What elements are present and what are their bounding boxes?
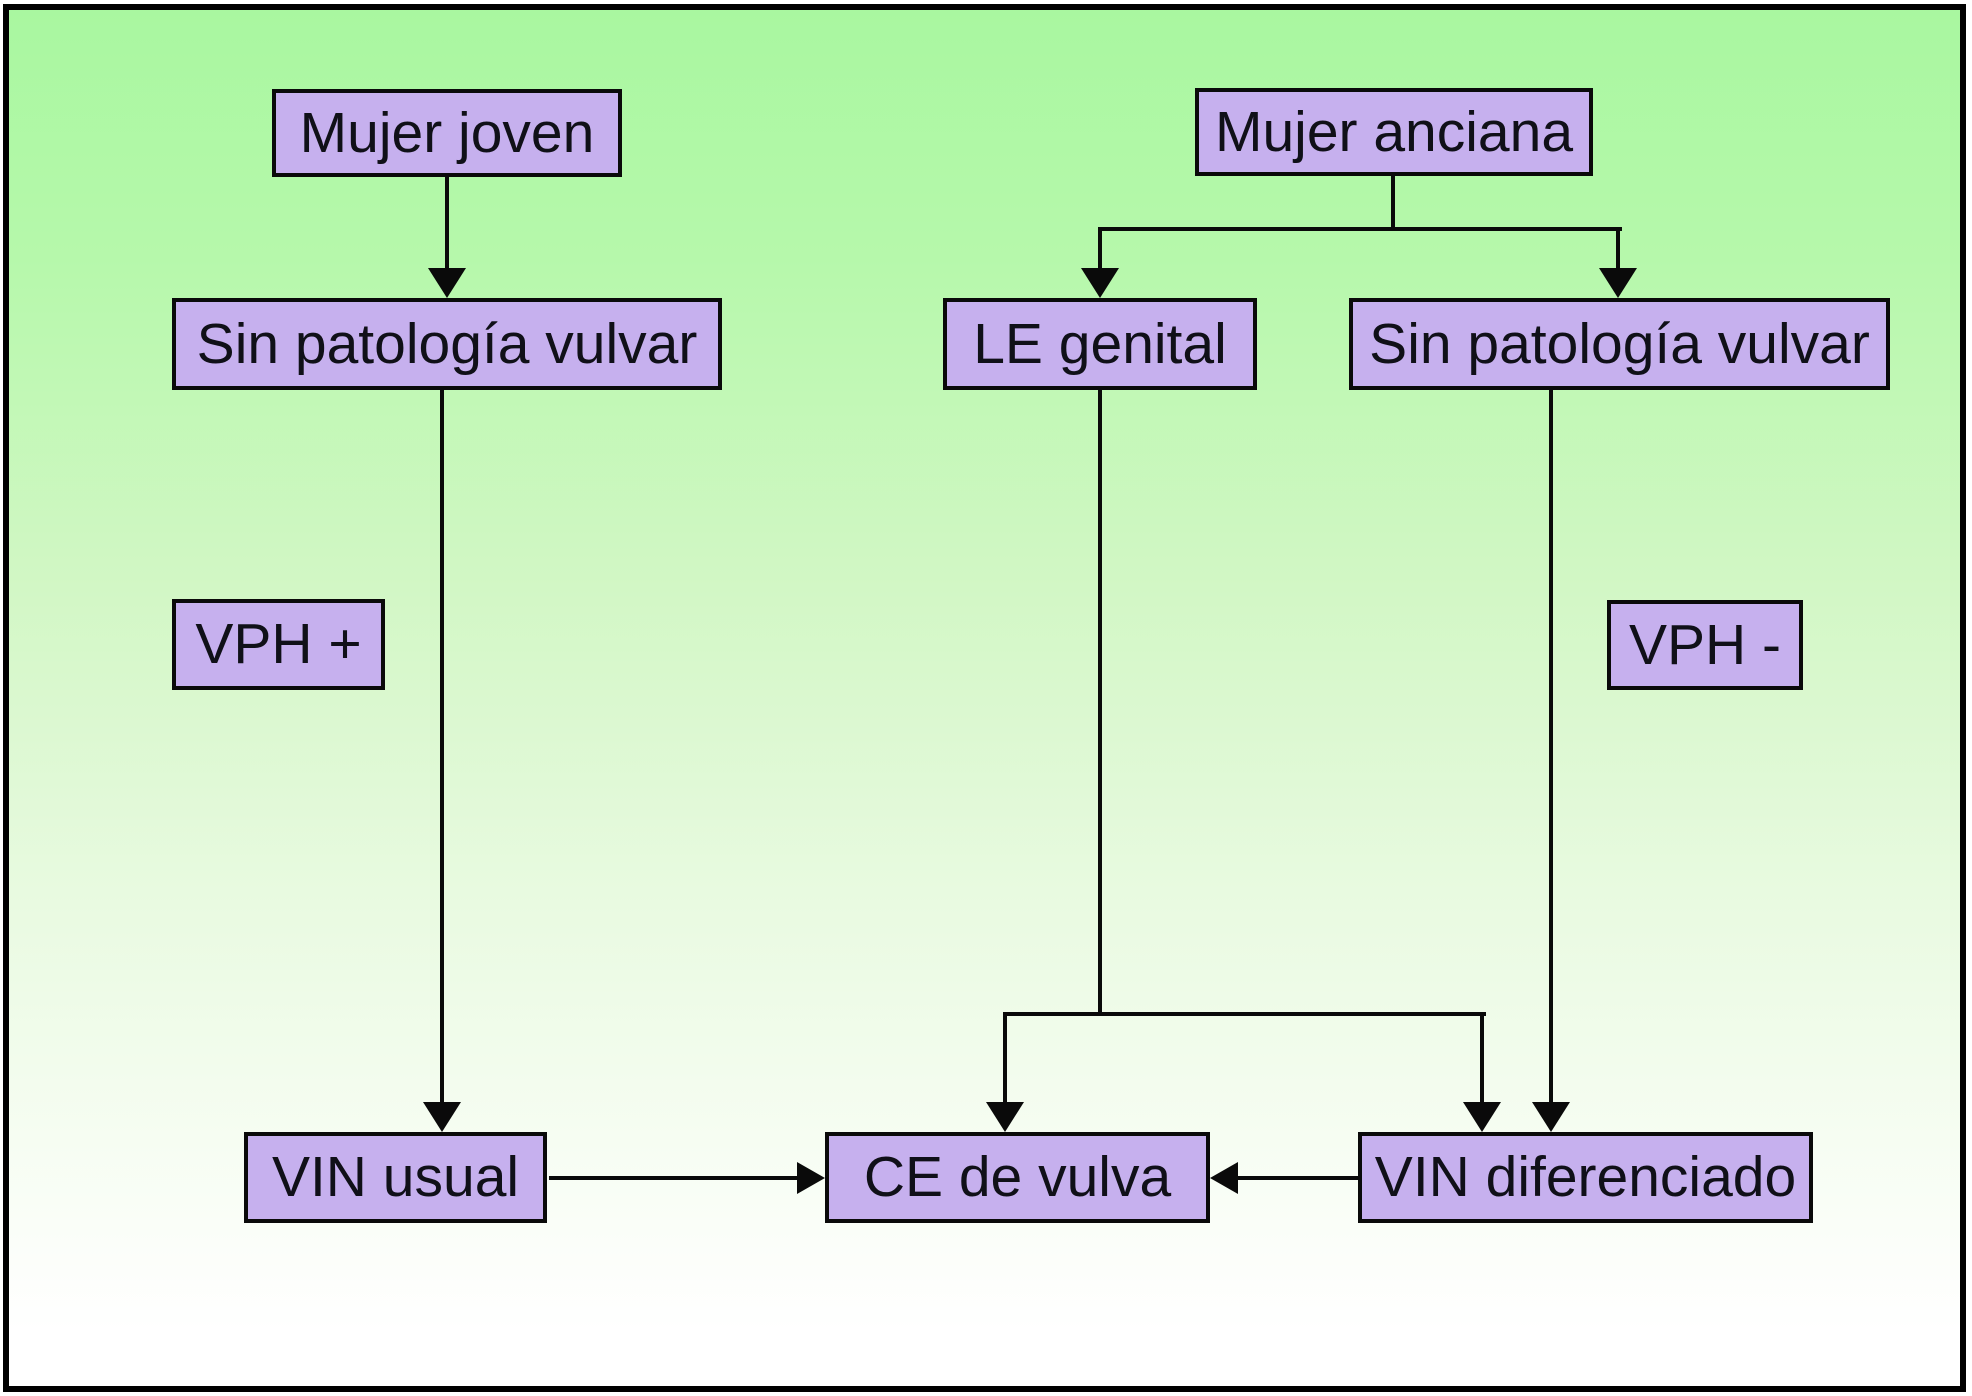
node-label: Mujer anciana — [1214, 99, 1574, 164]
node-label: VPH + — [195, 612, 362, 676]
node-le-genital: LE genital — [943, 298, 1257, 390]
edge-vin-diferenciado-to-ce-vulva — [1235, 1176, 1360, 1180]
edge-le-genital-branch — [1003, 1012, 1486, 1016]
node-label: Mujer joven — [299, 100, 595, 165]
edge-branch-to-vin-diferenciado — [1480, 1014, 1484, 1104]
node-label: VPH - — [1628, 612, 1782, 677]
edge-le-genital-down — [1098, 389, 1102, 1016]
edge-sin-patologia-anciana-to-vin-diferenciado — [1549, 389, 1553, 1104]
node-mujer-joven: Mujer joven — [272, 89, 622, 177]
edge-branch-to-ce-vulva — [1003, 1014, 1007, 1104]
node-label: Sin patología vulvar — [1369, 311, 1870, 376]
edge-branch-to-sin-patologia-anciana — [1616, 229, 1620, 270]
node-vph-negativo: VPH - — [1607, 600, 1803, 690]
edge-sin-patologia-joven-to-vin-usual — [440, 389, 444, 1104]
node-label: VIN usual — [271, 1145, 520, 1209]
node-vin-diferenciado: VIN diferenciado — [1358, 1132, 1813, 1223]
edge-mujer-joven-to-sin-patologia — [445, 176, 449, 270]
arrowhead-down-icon — [986, 1102, 1024, 1132]
arrowhead-down-icon — [428, 268, 466, 298]
edge-mujer-anciana-branch — [1098, 227, 1622, 231]
edge-branch-to-le-genital — [1098, 229, 1102, 270]
node-vin-usual: VIN usual — [244, 1132, 547, 1223]
arrowhead-down-icon — [1532, 1102, 1570, 1132]
edge-mujer-anciana-stem — [1391, 175, 1395, 231]
arrowhead-left-icon — [1210, 1162, 1238, 1194]
arrowhead-down-icon — [1463, 1102, 1501, 1132]
arrowhead-down-icon — [1081, 268, 1119, 298]
node-label: LE genital — [973, 311, 1227, 376]
node-sin-patologia-vulvar-left: Sin patología vulvar — [172, 298, 722, 390]
arrowhead-right-icon — [797, 1162, 825, 1194]
arrowhead-down-icon — [1599, 268, 1637, 298]
edge-vin-usual-to-ce-vulva — [549, 1176, 800, 1180]
node-ce-de-vulva: CE de vulva — [825, 1132, 1210, 1223]
arrowhead-down-icon — [423, 1102, 461, 1132]
node-sin-patologia-vulvar-right: Sin patología vulvar — [1349, 298, 1890, 390]
node-mujer-anciana: Mujer anciana — [1195, 88, 1593, 176]
node-label: CE de vulva — [863, 1145, 1172, 1209]
node-label: VIN diferenciado — [1374, 1145, 1797, 1209]
node-vph-positivo: VPH + — [172, 599, 385, 690]
node-label: Sin patología vulvar — [196, 311, 698, 376]
